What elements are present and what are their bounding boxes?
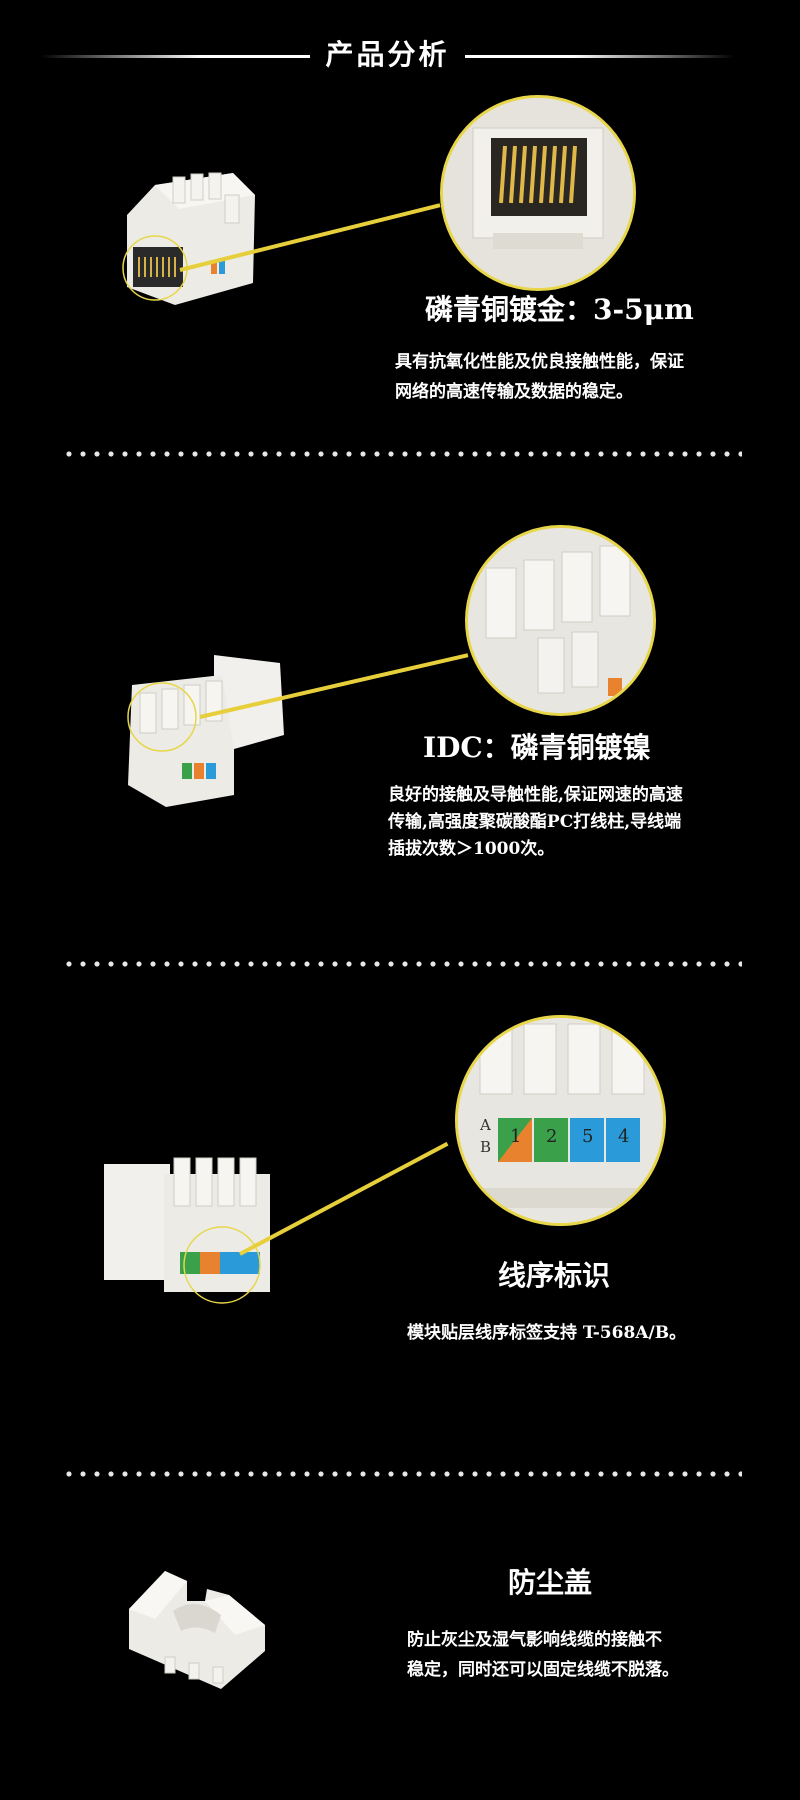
section-2-title: IDC：磷青铜镀镍 — [423, 731, 651, 764]
section-2-desc-line-3: 插拔次数＞1000次。 — [388, 839, 555, 859]
section-3-desc: 模块贴层线序标签支持 T-568A/B。 — [407, 1318, 777, 1348]
section-1-desc-line-2: 网络的高速传输及数据的稳定。 — [395, 382, 633, 402]
label-row-a: A — [480, 1116, 491, 1134]
product-image-keystone-label — [100, 1150, 275, 1310]
product-image-keystone-front — [115, 165, 275, 315]
separator-dots-2 — [62, 960, 742, 968]
label-number-1: 1 — [510, 1126, 522, 1147]
section-4-title: 防尘盖 — [508, 1566, 593, 1599]
section-4-desc: 防止灰尘及湿气影响线缆的接触不 稳定，同时还可以固定线缆不脱落。 — [407, 1625, 777, 1685]
section-2-desc-line-2: 传输,高强度聚碳酸酯PC打线柱,导线端 — [388, 812, 682, 832]
section-3-desc-line-1: 模块贴层线序标签支持 T-568A/B。 — [407, 1323, 687, 1343]
section-2-desc: 良好的接触及导触性能,保证网速的高速 传输,高强度聚碳酸酯PC打线柱,导线端 插… — [388, 782, 768, 863]
section-3-title: 线序标识 — [498, 1259, 611, 1292]
section-4-desc-line-1: 防止灰尘及湿气影响线缆的接触不 — [407, 1630, 662, 1650]
section-1-desc-line-1: 具有抗氧化性能及优良接触性能，保证 — [395, 352, 684, 372]
zoom-image-idc-terminals — [465, 525, 656, 716]
section-1-desc: 具有抗氧化性能及优良接触性能，保证 网络的高速传输及数据的稳定。 — [395, 347, 765, 407]
label-number-3: 5 — [582, 1126, 594, 1147]
label-row-b: B — [480, 1138, 492, 1156]
section-4-desc-line-2: 稳定，同时还可以固定线缆不脱落。 — [407, 1660, 679, 1680]
section-2-desc-line-1: 良好的接触及导触性能,保证网速的高速 — [388, 785, 683, 805]
page-title: 产品分析 — [325, 38, 450, 71]
section-1-title: 磷青铜镀金：3-5μm — [425, 293, 694, 326]
separator-dots-1 — [62, 450, 742, 458]
label-number-4: 4 — [618, 1126, 630, 1147]
header-line-left — [40, 55, 310, 58]
header-line-right — [465, 55, 735, 58]
product-image-keystone-idc — [122, 645, 292, 810]
separator-dots-3 — [62, 1470, 742, 1478]
zoom-image-wiring-label: A B 1 2 5 4 — [455, 1015, 666, 1226]
product-image-dust-cover — [125, 1565, 270, 1695]
zoom-image-gold-contacts — [440, 95, 636, 291]
label-number-2: 2 — [546, 1126, 558, 1147]
